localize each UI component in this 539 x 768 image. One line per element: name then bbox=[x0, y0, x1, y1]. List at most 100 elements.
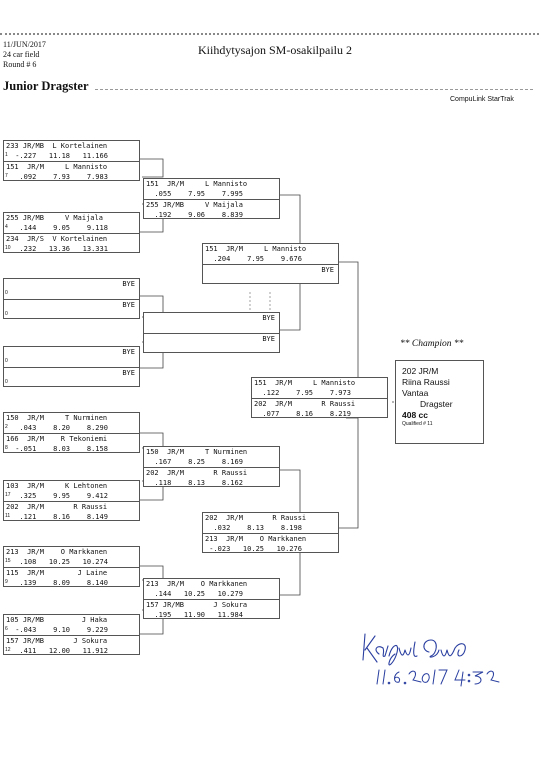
entry-times: .108 10.25 10.274 bbox=[11, 558, 108, 566]
seed-number: 0 bbox=[5, 290, 8, 296]
seed-number: 0 bbox=[5, 379, 8, 385]
champion-city: Vantaa bbox=[402, 388, 429, 398]
entry-times: .118 8.13 8.162 bbox=[146, 479, 243, 487]
round1-match-5: 150 JR/M T Nurminen 2 .043 8.20 8.290 166… bbox=[3, 412, 140, 453]
entry-line: 234 JR/S V Kortelainen bbox=[6, 235, 108, 243]
header-top-rule bbox=[0, 33, 539, 35]
handwritten-signature bbox=[362, 633, 500, 687]
champion-label: ** Champion ** bbox=[400, 339, 464, 349]
seed-number: 12 bbox=[5, 647, 11, 653]
final-match: 151 JR/M L Mannisto .122 7.95 7.973 202 … bbox=[251, 377, 388, 418]
round1-match-6: 103 JR/M K Lehtonen 17 .325 9.95 9.412 20… bbox=[3, 480, 140, 521]
entry-line: 115 JR/M J Laine bbox=[6, 569, 108, 577]
entry-line: 103 JR/M K Lehtonen bbox=[6, 482, 108, 490]
round1-match-1: 233 JR/MB L Kortelainen 1 -.227 11.18 11.… bbox=[3, 140, 140, 181]
entry-times: .232 13.36 13.331 bbox=[11, 245, 108, 253]
round2-match-1: 151 JR/M L Mannisto .055 7.95 7.995 255 … bbox=[143, 178, 280, 219]
event-date: 11/JUN/2017 bbox=[3, 40, 46, 49]
entry-line: 166 JR/M R Tekoniemi bbox=[6, 435, 108, 443]
bye-label: BYE bbox=[122, 348, 135, 356]
round2-match-3: 150 JR/M T Nurminen .167 8.25 8.169 202 … bbox=[143, 446, 280, 487]
seed-number: 9 bbox=[5, 579, 8, 585]
entry-times: .411 12.00 11.912 bbox=[11, 647, 108, 655]
entry-line: 105 JR/MB J Haka bbox=[6, 616, 108, 624]
entry-times: .204 7.95 9.676 bbox=[205, 255, 302, 263]
round1-match-2: 255 JR/MB V Maijala 4 .144 9.05 9.118 234… bbox=[3, 212, 140, 253]
entry-line: 202 JR/M R Raussi bbox=[146, 469, 248, 477]
seed-number: 7 bbox=[5, 173, 8, 179]
champion-engine: 408 cc bbox=[402, 410, 428, 420]
entry-times: -.023 10.25 10.276 bbox=[205, 545, 302, 553]
entry-line: 151 JR/M L Mannisto bbox=[205, 245, 307, 253]
seed-number: 1 bbox=[5, 152, 8, 158]
seed-number: 6 bbox=[5, 626, 8, 632]
entry-line: 151 JR/M L Mannisto bbox=[6, 163, 108, 171]
entry-line: 151 JR/M L Mannisto bbox=[146, 180, 248, 188]
entry-times: .195 11.90 11.984 bbox=[146, 611, 243, 619]
seed-number: 17 bbox=[5, 492, 11, 498]
field-size: 24 car field bbox=[3, 50, 40, 59]
connector-r2-1 bbox=[280, 194, 301, 251]
round1-match-8: 105 JR/MB J Haka 6 -.043 9.10 9.229 157 J… bbox=[3, 614, 140, 655]
entry-times: .032 8.13 8.198 bbox=[205, 524, 302, 532]
entry-line: 150 JR/M T Nurminen bbox=[6, 414, 108, 422]
connector-r3-1 bbox=[338, 261, 359, 386]
entry-line: 157 JR/MB J Sokura bbox=[6, 637, 108, 645]
seed-number: 8 bbox=[5, 445, 8, 451]
entry-times: .122 7.95 7.973 bbox=[254, 389, 351, 397]
seed-number: 0 bbox=[5, 311, 8, 317]
entry-times: -.227 11.18 11.166 bbox=[11, 152, 108, 160]
seed-number: 10 bbox=[5, 245, 11, 251]
entry-times: .043 8.20 8.290 bbox=[11, 424, 108, 432]
bye-label: BYE bbox=[122, 369, 135, 377]
connector-r2-2 bbox=[280, 279, 301, 331]
entry-times: .139 8.09 8.140 bbox=[11, 579, 108, 587]
entry-times: -.043 9.10 9.229 bbox=[11, 626, 108, 634]
champion-driver: Riina Raussi bbox=[402, 377, 450, 387]
round2-match-2: BYE BYE bbox=[143, 312, 280, 353]
entry-line: 157 JR/MB J Sokura bbox=[146, 601, 248, 609]
round1-match-4: BYE 0 BYE 0 bbox=[3, 346, 140, 387]
entry-times: .055 7.95 7.995 bbox=[146, 190, 243, 198]
champion-box: 202 JR/M Riina Raussi Vantaa Dragster 40… bbox=[395, 360, 484, 444]
entry-line: 255 JR/MB V Maijala bbox=[6, 214, 103, 222]
entry-line: 213 JR/M O Markkanen bbox=[205, 535, 307, 543]
entry-times: .325 9.95 9.412 bbox=[11, 492, 108, 500]
connector-r1-1 bbox=[138, 158, 164, 178]
champion-qualified: Qualified # 11 bbox=[402, 421, 433, 427]
entry-line: 213 JR/M O Markkanen bbox=[6, 548, 108, 556]
bye-label: BYE bbox=[122, 301, 135, 309]
class-rule bbox=[95, 89, 533, 90]
round3-match-1: 151 JR/M L Mannisto .204 7.95 9.676 BYE bbox=[202, 243, 339, 284]
bye-label: BYE bbox=[321, 266, 334, 274]
entry-line: 255 JR/MB V Maijala bbox=[146, 201, 243, 209]
entry-times: .144 9.05 9.118 bbox=[11, 224, 108, 232]
entry-line: 202 JR/M R Raussi bbox=[254, 400, 356, 408]
entry-line: 202 JR/M R Raussi bbox=[6, 503, 108, 511]
entry-times: .077 8.16 8.219 bbox=[254, 410, 351, 418]
entry-times: .121 8.16 8.149 bbox=[11, 513, 108, 521]
seed-number: 15 bbox=[5, 558, 11, 564]
entry-line: 151 JR/M L Mannisto bbox=[254, 379, 356, 387]
seed-number: 11 bbox=[5, 513, 11, 519]
bye-label: BYE bbox=[122, 280, 135, 288]
seed-number: 0 bbox=[5, 358, 8, 364]
entry-times: .167 8.25 8.169 bbox=[146, 458, 243, 466]
seed-number: 2 bbox=[5, 424, 8, 430]
bye-label: BYE bbox=[262, 314, 275, 322]
event-title: Kiihdytysajon SM-osakilpailu 2 bbox=[198, 43, 352, 57]
entry-times: .192 9.06 8.839 bbox=[146, 211, 243, 219]
seed-number: 4 bbox=[5, 224, 8, 230]
entry-times: -.051 8.03 8.158 bbox=[11, 445, 108, 453]
round1-match-7: 213 JR/M O Markkanen 15 .108 10.25 10.274… bbox=[3, 546, 140, 587]
round1-match-3: BYE 0 BYE 0 bbox=[3, 278, 140, 319]
entry-line: 150 JR/M T Nurminen bbox=[146, 448, 248, 456]
round2-match-4: 213 JR/M O Markkanen .144 10.25 10.279 1… bbox=[143, 578, 280, 619]
entry-times: .144 10.25 10.279 bbox=[146, 590, 243, 598]
entry-line: 233 JR/MB L Kortelainen bbox=[6, 142, 108, 150]
entry-line: 213 JR/M O Markkanen bbox=[146, 580, 248, 588]
entry-times: .092 7.93 7.983 bbox=[11, 173, 108, 181]
brand-label: CompuLink StarTrak bbox=[450, 96, 514, 103]
entry-line: 202 JR/M R Raussi bbox=[205, 514, 307, 522]
champion-class: Dragster bbox=[420, 399, 453, 409]
